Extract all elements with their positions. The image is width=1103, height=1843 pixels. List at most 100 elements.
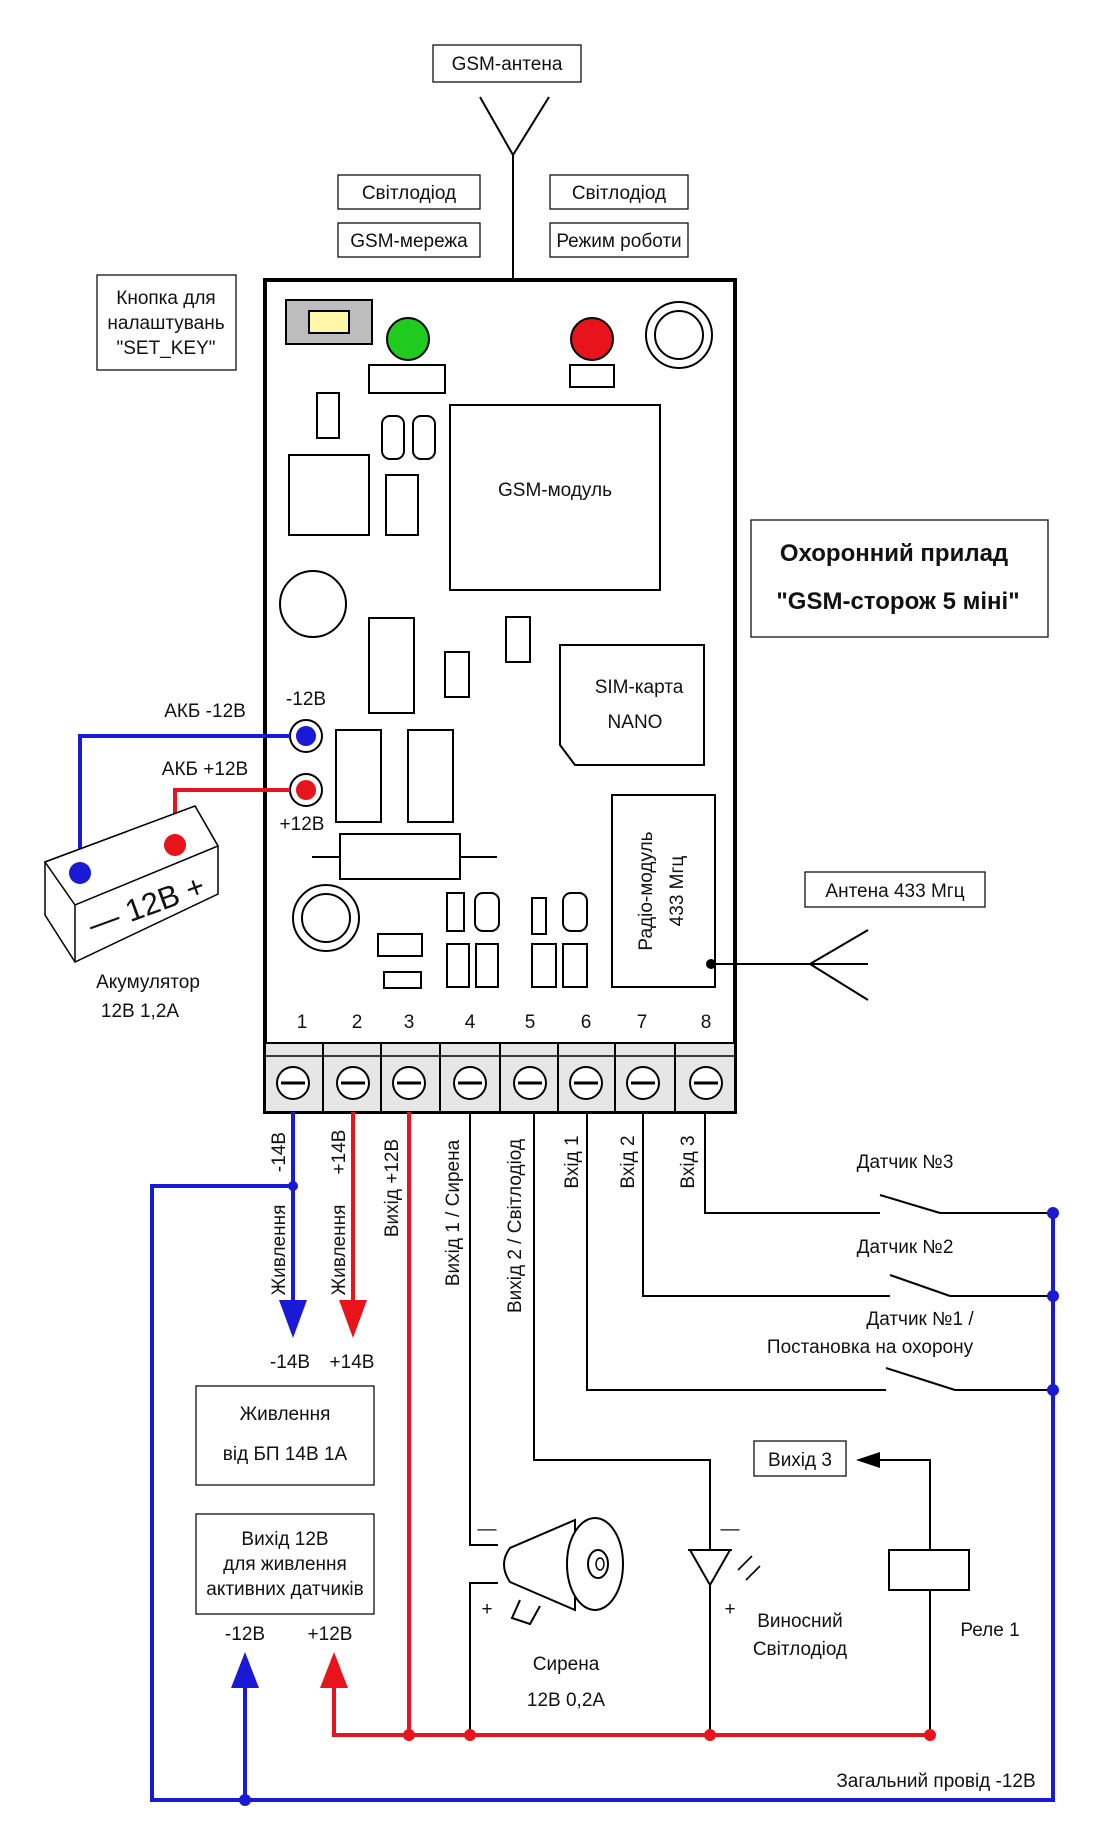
component-small-3 xyxy=(444,651,470,698)
sensor1-junction xyxy=(1047,1384,1059,1396)
component-tall-2 xyxy=(335,729,382,823)
sensor1-switch xyxy=(885,1367,956,1391)
sensor2-switch xyxy=(889,1274,951,1297)
sensor3-switch xyxy=(879,1194,941,1214)
output3-box xyxy=(753,1440,847,1477)
led1-label-box-1 xyxy=(337,174,481,210)
pin-plus-label: +12В xyxy=(280,814,325,835)
component-capsule-4 xyxy=(562,892,588,932)
component-capsule-3 xyxy=(474,892,500,932)
component-small-8 xyxy=(446,943,470,988)
sensor2-label: Датчик №2 xyxy=(857,1237,954,1258)
pin-minus-dot xyxy=(296,726,316,746)
battery-label-1: Акумулятор xyxy=(96,972,200,993)
psu-box xyxy=(195,1385,375,1486)
device-title-1: Охоронний прилад xyxy=(780,540,1008,567)
terminal-number-6: 6 xyxy=(581,1012,592,1033)
component-round-1 xyxy=(279,570,347,638)
siren-plus-wire xyxy=(469,1582,498,1735)
red-junction-2 xyxy=(464,1729,476,1741)
output3-label: Вихід 3 xyxy=(768,1450,832,1471)
t3-wire xyxy=(332,1112,411,1737)
siren-label-2: 12В 0,2А xyxy=(527,1690,605,1711)
terminal-number-3: 3 xyxy=(404,1012,415,1033)
component-tall-1 xyxy=(368,617,415,714)
sensor3-junction xyxy=(1047,1207,1059,1219)
radio-module xyxy=(611,794,716,988)
relay-upper-wire xyxy=(880,1459,931,1550)
arrow-plus12-icon xyxy=(320,1652,348,1688)
ext-led-plus: + xyxy=(724,1599,735,1620)
component-small-4 xyxy=(505,616,531,663)
component-small-11 xyxy=(531,943,557,988)
arrow-minus12-label: -12В xyxy=(225,1624,265,1645)
out12-label-2: для живлення xyxy=(223,1554,347,1575)
red-junction-1 xyxy=(403,1729,415,1741)
red-junction-3 xyxy=(704,1729,716,1741)
t4-wire xyxy=(469,1112,498,1546)
siren-icon xyxy=(503,1517,624,1626)
terminal-number-8: 8 xyxy=(701,1012,712,1033)
terminal-number-7: 7 xyxy=(637,1012,648,1033)
t5-wire xyxy=(533,1112,711,1735)
t7-label: Вхід 2 xyxy=(618,1135,639,1188)
relay-label: Реле 1 xyxy=(960,1620,1019,1641)
battery-plus-terminal xyxy=(164,834,186,856)
terminal-number-2: 2 xyxy=(352,1012,363,1033)
out12-label-1: Вихід 12В xyxy=(241,1529,328,1550)
arrow-minus14-label: -14В xyxy=(270,1352,310,1373)
component-small-9 xyxy=(475,943,499,988)
terminal-number-5: 5 xyxy=(525,1012,536,1033)
battery-label-2: 12В 1,2А xyxy=(101,1001,179,1022)
component-small-7 xyxy=(446,892,465,932)
t8-label: Вхід 3 xyxy=(678,1135,699,1188)
pin-plus-dot xyxy=(296,780,316,800)
led-green-resistor xyxy=(368,364,446,394)
t6-wire xyxy=(586,1112,886,1391)
t8-wire xyxy=(704,1112,880,1214)
relay-coil xyxy=(888,1549,970,1591)
led2-label-2: Режим роботи xyxy=(556,231,681,252)
led2-label-box-2 xyxy=(549,222,689,258)
device-title-2: "GSM-сторож 5 міні" xyxy=(776,588,1019,615)
arrow-plus14-icon xyxy=(339,1300,367,1338)
led-green-icon xyxy=(386,317,430,361)
led1-label-1: Світлодіод xyxy=(362,183,456,204)
sensor3-label: Датчик №3 xyxy=(857,1152,954,1173)
ext-led-icon xyxy=(688,1549,761,1588)
terminal-numbers: 1 2 3 4 5 6 7 8 xyxy=(297,1012,712,1033)
buzzer-inner xyxy=(654,310,704,360)
component-capsule-1 xyxy=(381,415,405,460)
terminal-screws xyxy=(265,1043,735,1112)
psu-label-2: від БП 14В 1А xyxy=(223,1444,348,1465)
ext-led-label-1: Виносний xyxy=(757,1611,843,1632)
ext-led-label-2: Світлодіод xyxy=(753,1639,847,1660)
button-label-box xyxy=(96,274,237,371)
radio-label-2: 433 Мгц xyxy=(667,856,688,927)
sim-card xyxy=(559,644,705,766)
blue-junction-dot xyxy=(288,1181,298,1191)
component-small-1 xyxy=(316,392,340,439)
siren-label-1: Сирена xyxy=(533,1654,600,1675)
output3-arrow-icon xyxy=(856,1452,880,1468)
component-small-5 xyxy=(377,933,423,957)
arrow-minus12-icon xyxy=(231,1652,259,1688)
component-small-6 xyxy=(383,971,422,989)
led2-label-box-1 xyxy=(549,174,689,210)
resistor-body xyxy=(339,833,461,880)
sim-label-1: SIM-карта xyxy=(595,677,684,698)
led1-label-2: GSM-мережа xyxy=(350,231,468,252)
sensor1-label-1: Датчик №1 / xyxy=(866,1309,974,1330)
component-tall-3 xyxy=(407,729,454,823)
gsm-antenna-label-box xyxy=(432,44,582,83)
arrow-minus14-icon xyxy=(279,1300,307,1338)
t6-label: Вхід 1 xyxy=(562,1135,583,1188)
terminal-number-4: 4 xyxy=(465,1012,476,1033)
gsm-antenna-label: GSM-антена xyxy=(452,54,563,75)
component-small-2 xyxy=(385,474,419,536)
out12-label-3: активних датчиків xyxy=(206,1579,363,1600)
t2-label-b: Живлення xyxy=(329,1205,350,1296)
arrow-plus12-label: +12В xyxy=(308,1624,353,1645)
